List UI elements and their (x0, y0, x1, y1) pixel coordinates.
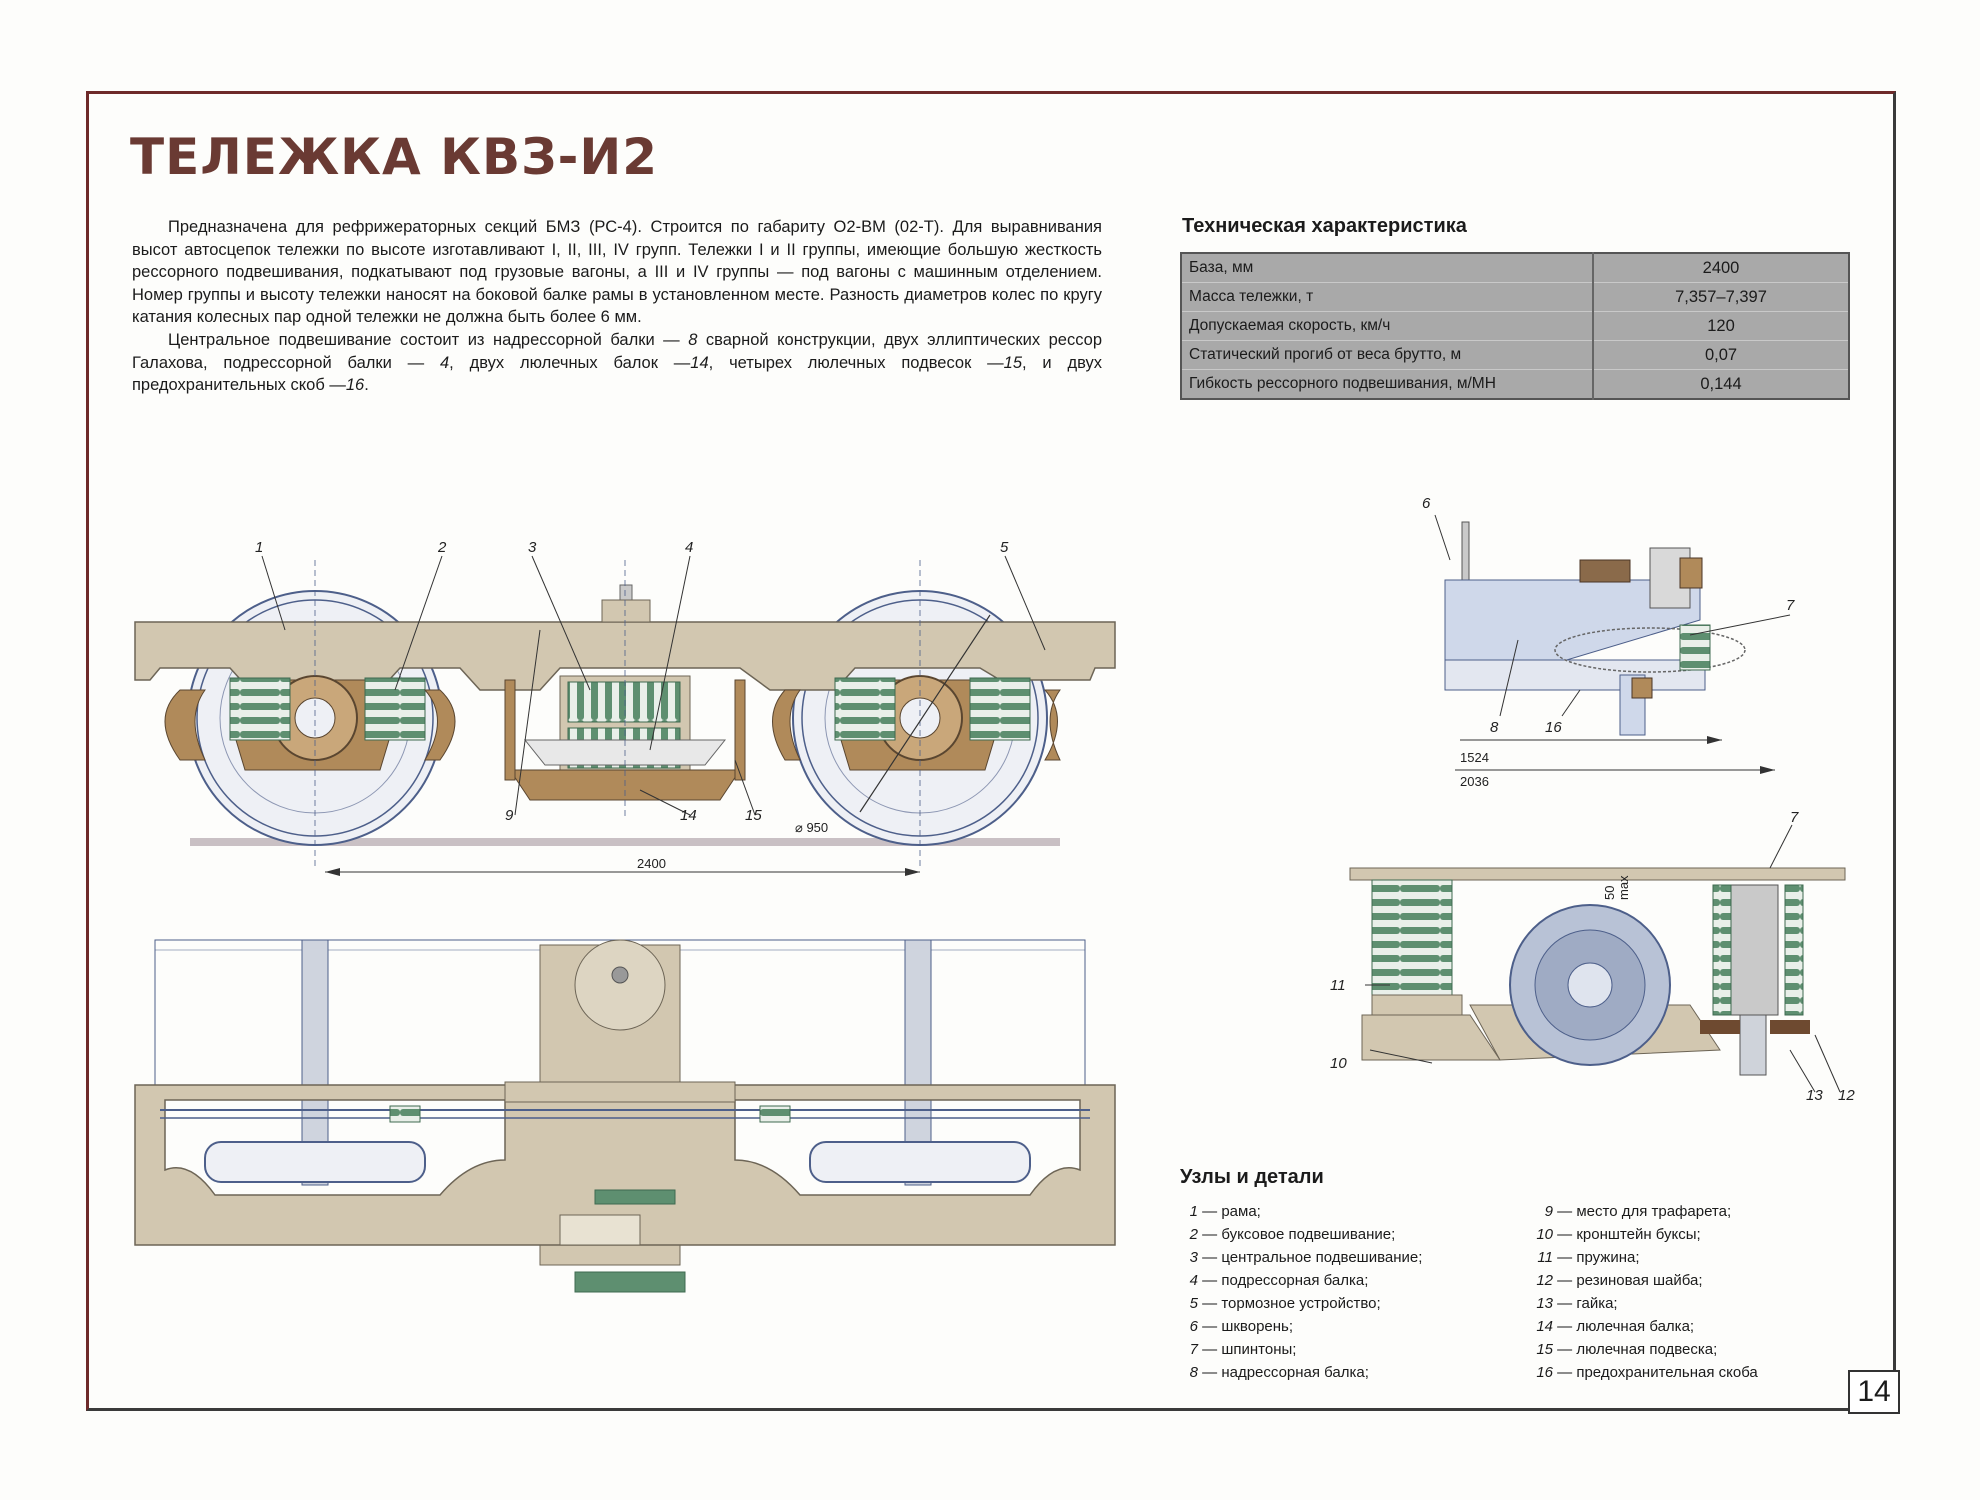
intro-paragraph-2: Центральное подвешивание состоит из надр… (132, 330, 1103, 395)
spec-title: Техническая характеристика (1182, 215, 1467, 237)
list-item: 13 — гайка; (1536, 1295, 1618, 1312)
spec-label: Статический прогиб от веса брутто, м (1181, 340, 1593, 370)
list-item: 3 — центральное подвешивание; (1189, 1249, 1423, 1266)
list-item: 14 — люлечная балка; (1536, 1318, 1695, 1335)
list-item: 4 — подрессорная балка; (1189, 1272, 1369, 1289)
parts-list-right: 9 — место для трафарета; 10 — кронштейн … (1526, 1200, 1758, 1384)
list-item: 7 — шпинтоны; (1189, 1341, 1297, 1358)
spec-value: 120 (1592, 311, 1849, 341)
list-item: 2 — буксовое подвешивание; (1189, 1226, 1396, 1243)
spec-label: База, мм (1181, 253, 1593, 283)
parts-title: Узлы и детали (1180, 1166, 1324, 1188)
list-item: 6 — шкворень; (1189, 1318, 1294, 1335)
spec-value: 7,357–7,397 (1592, 282, 1849, 312)
list-item: 10 — кронштейн буксы; (1536, 1226, 1701, 1243)
list-item: 5 — тормозное устройство; (1189, 1295, 1381, 1312)
spec-value: 0,144 (1592, 369, 1849, 400)
list-item: 12 — резиновая шайба; (1536, 1272, 1703, 1289)
intro-paragraph-1: Предназначена для рефрижераторных секций… (132, 218, 1102, 327)
spec-value: 2400 (1592, 253, 1849, 283)
page-title: ТЕЛЕЖКА КВЗ-И2 (130, 128, 659, 186)
spec-label: Допускаемая скорость, км/ч (1181, 311, 1593, 341)
spec-label: Масса тележки, т (1181, 282, 1593, 312)
intro-text: Предназначена для рефрижераторных секций… (132, 216, 1102, 397)
parts-list-left: 1 — рама; 2 — буксовое подвешивание; 3 —… (1180, 1200, 1423, 1384)
list-item: 8 — надрессорная балка; (1189, 1364, 1369, 1381)
list-item: 9 — место для трафарета; (1544, 1203, 1732, 1220)
list-item: 1 — рама; (1189, 1203, 1261, 1220)
list-item: 11 — пружина; (1537, 1249, 1640, 1266)
spec-label: Гибкость рессорного подвешивания, м/МН (1181, 369, 1593, 400)
spec-value: 0,07 (1592, 340, 1849, 370)
page-frame (86, 91, 1896, 1411)
page-number: 14 (1848, 1370, 1900, 1414)
list-item: 15 — люлечная подвеска; (1536, 1341, 1718, 1358)
list-item: 16 — предохранительная скоба (1536, 1364, 1758, 1381)
